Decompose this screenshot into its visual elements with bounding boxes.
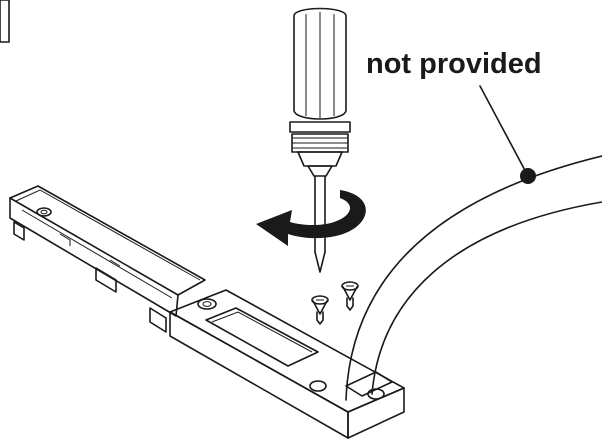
not-provided-label: not provided: [366, 48, 542, 80]
mounting-rail: [9, 185, 206, 333]
screw-right: [341, 281, 359, 311]
screwdriver: [289, 7, 351, 273]
screw-left: [311, 295, 329, 325]
screws: [311, 281, 359, 325]
leader-line: [479, 85, 529, 177]
housing-block: [169, 289, 405, 439]
rotation-arrow-icon: [256, 190, 366, 246]
frame-corner: [0, 0, 10, 43]
cable: [345, 155, 602, 401]
